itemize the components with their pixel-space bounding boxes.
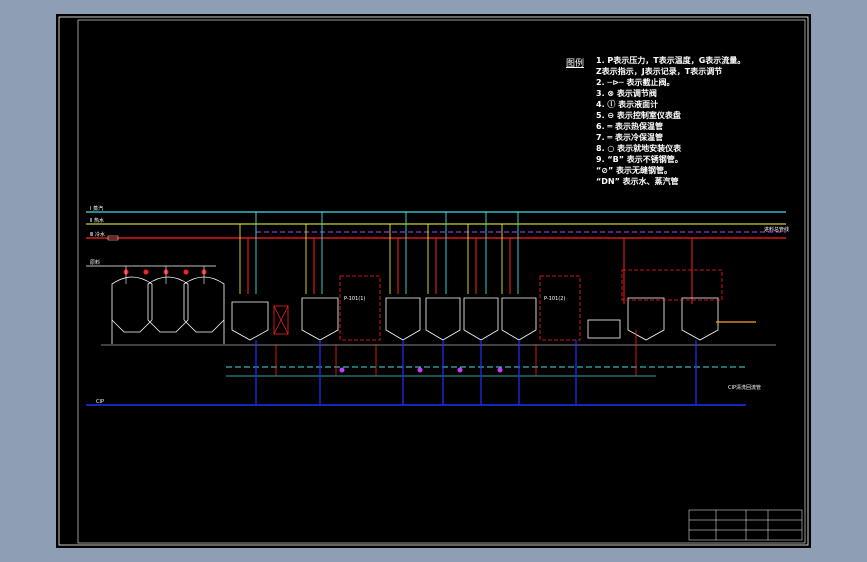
header-label-1: Ⅰ 蒸汽 <box>90 205 103 212</box>
silo-valves <box>123 269 207 275</box>
tank-caption-1: P-101(1) <box>344 296 366 302</box>
steam-drops <box>247 238 693 304</box>
header-label-2: Ⅱ 热水 <box>90 217 104 224</box>
process-flow-diagram: Ⅰ 蒸汽 Ⅱ 热水 Ⅲ 冷水 原料 CIP <box>58 16 809 546</box>
legend-line: 9. “B” 表示不锈钢管。 <box>596 155 683 164</box>
filter-block <box>273 305 289 335</box>
tank-caption-2: P-101(2) <box>544 296 566 302</box>
outer-frame <box>58 16 809 546</box>
header-label-3: Ⅲ 冷水 <box>90 231 105 238</box>
legend-line: 3. ⊗ 表示调节阀 <box>596 89 657 98</box>
legend-line: 1. P表示压力，T表示温度，G表示流量。 <box>596 56 746 65</box>
cip-return-label: CIP清洗回流管 <box>728 385 761 391</box>
legend-line: 6. ═ 表示热保温管 <box>596 122 663 131</box>
product-drops <box>255 340 697 405</box>
legend-line: 2. ─⊳─ 表示截止阀。 <box>596 78 675 87</box>
legend-line: 8. ○ 表示就地安装仪表 <box>596 144 682 153</box>
right-header-label: 进料总管线 <box>764 227 790 233</box>
heat-exchanger-boxes <box>339 269 723 341</box>
water-drops <box>255 212 519 294</box>
legend-line: 5. ⊖ 表示控制室仪表盘 <box>596 111 681 120</box>
drawing-sheet: Ⅰ 蒸汽 Ⅱ 热水 Ⅲ 冷水 原料 CIP <box>56 14 811 548</box>
legend-line: 7. ═ 表示冷保温管 <box>596 133 663 142</box>
inner-frame <box>77 19 806 544</box>
feed-label: 原料 <box>90 259 100 266</box>
legend-title: 图例 <box>566 59 585 69</box>
pump-marks <box>339 367 503 373</box>
header-reducer <box>107 235 119 241</box>
vessels <box>231 297 719 341</box>
hot-water-drops <box>239 224 503 294</box>
title-block <box>688 509 803 541</box>
steam-return <box>275 330 637 376</box>
silo-group <box>111 276 225 344</box>
legend-line: Z表示指示，J表示记录，T表示调节 <box>596 67 723 76</box>
cip-line-label: CIP <box>96 399 104 405</box>
legend-line: “⊘” 表示无缝钢管。 <box>596 166 673 175</box>
legend-line: 4. ⓛ 表示液面计 <box>596 100 659 109</box>
legend-line: “DN” 表示水、蒸汽管 <box>596 177 679 186</box>
